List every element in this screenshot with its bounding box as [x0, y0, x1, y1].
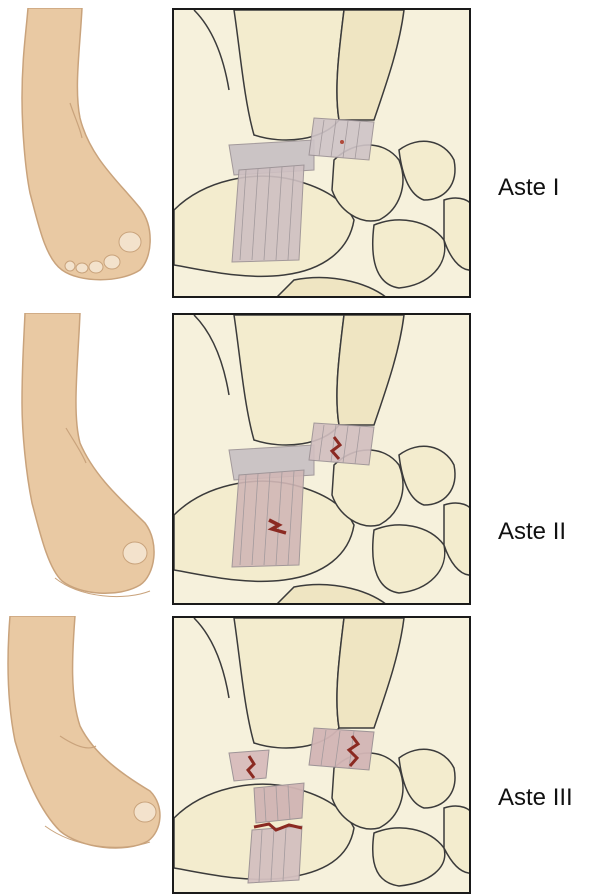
grade-label: Aste II — [498, 518, 566, 546]
ankle-ligament-panel-grade-3 — [172, 616, 471, 894]
grade-2-row: Aste II — [0, 313, 590, 605]
grade-3-row: Aste III — [0, 616, 590, 894]
foot-illustration-grade-1 — [0, 8, 165, 298]
grade-label: Aste I — [498, 174, 559, 202]
grade-1-row: Aste I — [0, 8, 590, 298]
foot-illustration-grade-2 — [0, 313, 165, 605]
ankle-ligament-panel-grade-1 — [172, 8, 471, 298]
ankle-ligament-panel-grade-2 — [172, 313, 471, 605]
foot-illustration-grade-3 — [0, 616, 165, 894]
grade-label: Aste III — [498, 784, 573, 812]
